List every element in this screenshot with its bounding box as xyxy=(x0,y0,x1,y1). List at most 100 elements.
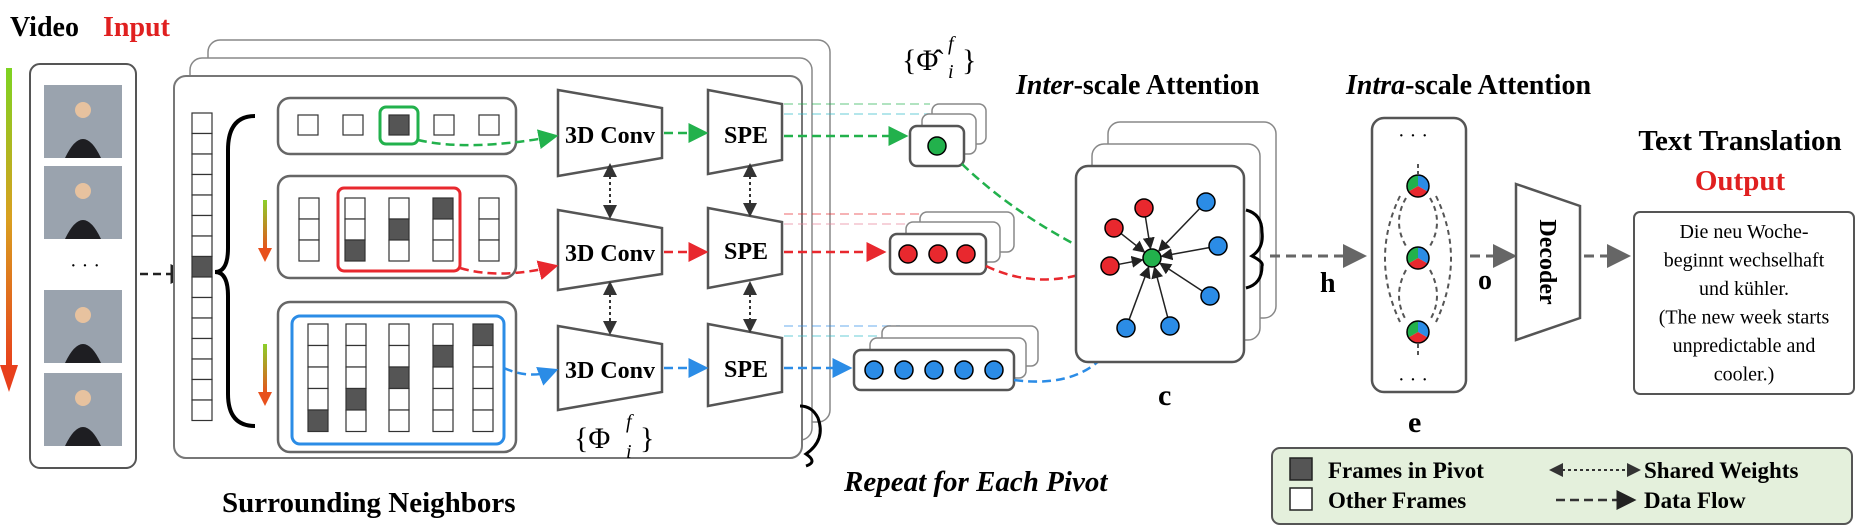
scale1-frame-cell xyxy=(342,114,364,136)
scale2-frame-cell xyxy=(478,218,500,241)
attn-node xyxy=(1100,256,1120,276)
title-input: Input xyxy=(103,12,171,43)
legend-other-frames: Other Frames xyxy=(1328,488,1466,513)
frame-cell xyxy=(191,194,213,217)
scale3-frame-cell xyxy=(432,387,454,411)
intra-node-segment xyxy=(1408,258,1428,269)
svg-text:{Φ̂: {Φ̂ xyxy=(902,44,943,77)
repeat-for-each-pivot-label: Repeat for Each Pivot xyxy=(843,466,1108,498)
surrounding-neighbors-label: Surrounding Neighbors xyxy=(222,487,516,519)
scale3-frame-cell xyxy=(307,323,329,347)
attn-node xyxy=(1116,318,1136,338)
scale3-frame-cell xyxy=(345,323,367,347)
attn-node xyxy=(1200,286,1220,306)
intra-edge xyxy=(1435,195,1452,323)
scale3-frame-cell xyxy=(345,344,367,368)
scale3-frame-cell xyxy=(307,387,329,411)
legend-frames-in-pivot: Frames in Pivot xyxy=(1328,458,1484,483)
scale3-frame-cell xyxy=(307,366,329,390)
attn-node xyxy=(1160,316,1180,336)
scale2-frame-cell xyxy=(344,218,366,241)
legend-data-flow: Data Flow xyxy=(1644,488,1746,513)
svg-text:Decoder: Decoder xyxy=(1534,219,1560,305)
spe-block-1: SPE xyxy=(706,88,784,176)
attn-brace xyxy=(1245,208,1264,290)
svg-text:3D Conv: 3D Conv xyxy=(565,358,655,384)
inter-attn-graph xyxy=(1100,192,1228,338)
decoder-block: Decoder xyxy=(1514,182,1582,342)
frame-cell xyxy=(191,317,213,340)
svg-text:{Φ: {Φ xyxy=(574,422,610,455)
scale1-pivot-highlight xyxy=(378,105,420,146)
scale1-frame-cell xyxy=(478,114,500,136)
svg-text:f: f xyxy=(626,411,634,433)
scale2-frame-cell xyxy=(298,239,320,262)
intra-node xyxy=(1406,320,1430,344)
feature-stack-green xyxy=(908,103,987,168)
frame-cell xyxy=(191,296,213,319)
scale3-frame-cell xyxy=(472,409,494,433)
intra-node-segment xyxy=(1408,186,1428,197)
scale-cells xyxy=(297,114,500,433)
attn-node xyxy=(1134,198,1154,218)
scale1-frame-cell xyxy=(297,114,319,136)
intra-scale-label: Intra-scale Attention xyxy=(1345,70,1591,101)
intra-node xyxy=(1406,174,1430,198)
blue-flow-to-attn xyxy=(1013,333,1120,383)
attn-edge xyxy=(1157,207,1201,252)
conv3d-block-2: 3D Conv xyxy=(556,208,664,292)
title-video: Video xyxy=(10,12,79,43)
scale1-frame-cell xyxy=(433,114,455,136)
intra-edge xyxy=(1429,197,1438,247)
repeat-ghost-lines xyxy=(784,103,930,337)
spe-block-2: SPE xyxy=(706,206,784,290)
frame-cell xyxy=(191,399,213,422)
feature-stack-blue xyxy=(852,325,1039,392)
translation-line: cooler.) xyxy=(1714,364,1775,386)
scale1-frame-cell xyxy=(388,114,410,136)
inter-scale-label: Inter-scale Attention xyxy=(1015,70,1260,101)
legend-other-swatch xyxy=(1289,487,1313,511)
scale2-frame-cell xyxy=(298,197,320,220)
frame-cell xyxy=(191,276,213,299)
scale2-frame-cell xyxy=(344,239,366,262)
attn-center-node xyxy=(1142,248,1162,268)
frame-cell xyxy=(191,255,213,278)
frame-cell xyxy=(191,132,213,155)
output-label: Output xyxy=(1695,165,1786,197)
label-h: h xyxy=(1320,268,1336,299)
svg-text:i: i xyxy=(626,441,632,463)
video-frames-panel xyxy=(29,63,137,469)
text-translation-label: Text Translation xyxy=(1638,125,1841,157)
scale3-frame-cell xyxy=(307,409,329,433)
scale3-frame-cell xyxy=(432,366,454,390)
scale3-frame-cell xyxy=(472,366,494,390)
neighbors-brace xyxy=(214,114,256,428)
frame-column xyxy=(191,112,213,422)
scale3-time-arrowhead xyxy=(258,392,272,406)
svg-text:3D Conv: 3D Conv xyxy=(565,123,655,149)
label-o: o xyxy=(1478,265,1492,296)
video-frame-4 xyxy=(44,373,122,446)
attn-edge xyxy=(1160,246,1210,261)
video-frame-3 xyxy=(44,290,122,363)
svg-text:f: f xyxy=(948,33,956,55)
scale3-frame-cell xyxy=(388,323,410,347)
scale3-frame-cell xyxy=(472,344,494,368)
spe-block-3: SPE xyxy=(706,322,784,408)
attn-edge xyxy=(1120,232,1146,253)
scale3-frame-cell xyxy=(472,387,494,411)
legend-shared-weights: Shared Weights xyxy=(1644,458,1798,483)
legend-box xyxy=(1271,447,1853,525)
intra-edge xyxy=(1398,197,1407,247)
green-flow-1 xyxy=(417,129,559,150)
time-arrowhead xyxy=(0,365,18,392)
scale2-frame-cell xyxy=(388,197,410,220)
attn-edge xyxy=(1159,262,1203,292)
translation-line: und kühler. xyxy=(1699,278,1789,300)
svg-text:SPE: SPE xyxy=(724,239,768,265)
svg-text:i: i xyxy=(948,61,954,83)
frame-cell xyxy=(191,214,213,237)
svg-text:SPE: SPE xyxy=(724,357,768,383)
label-c: c xyxy=(1158,379,1171,412)
